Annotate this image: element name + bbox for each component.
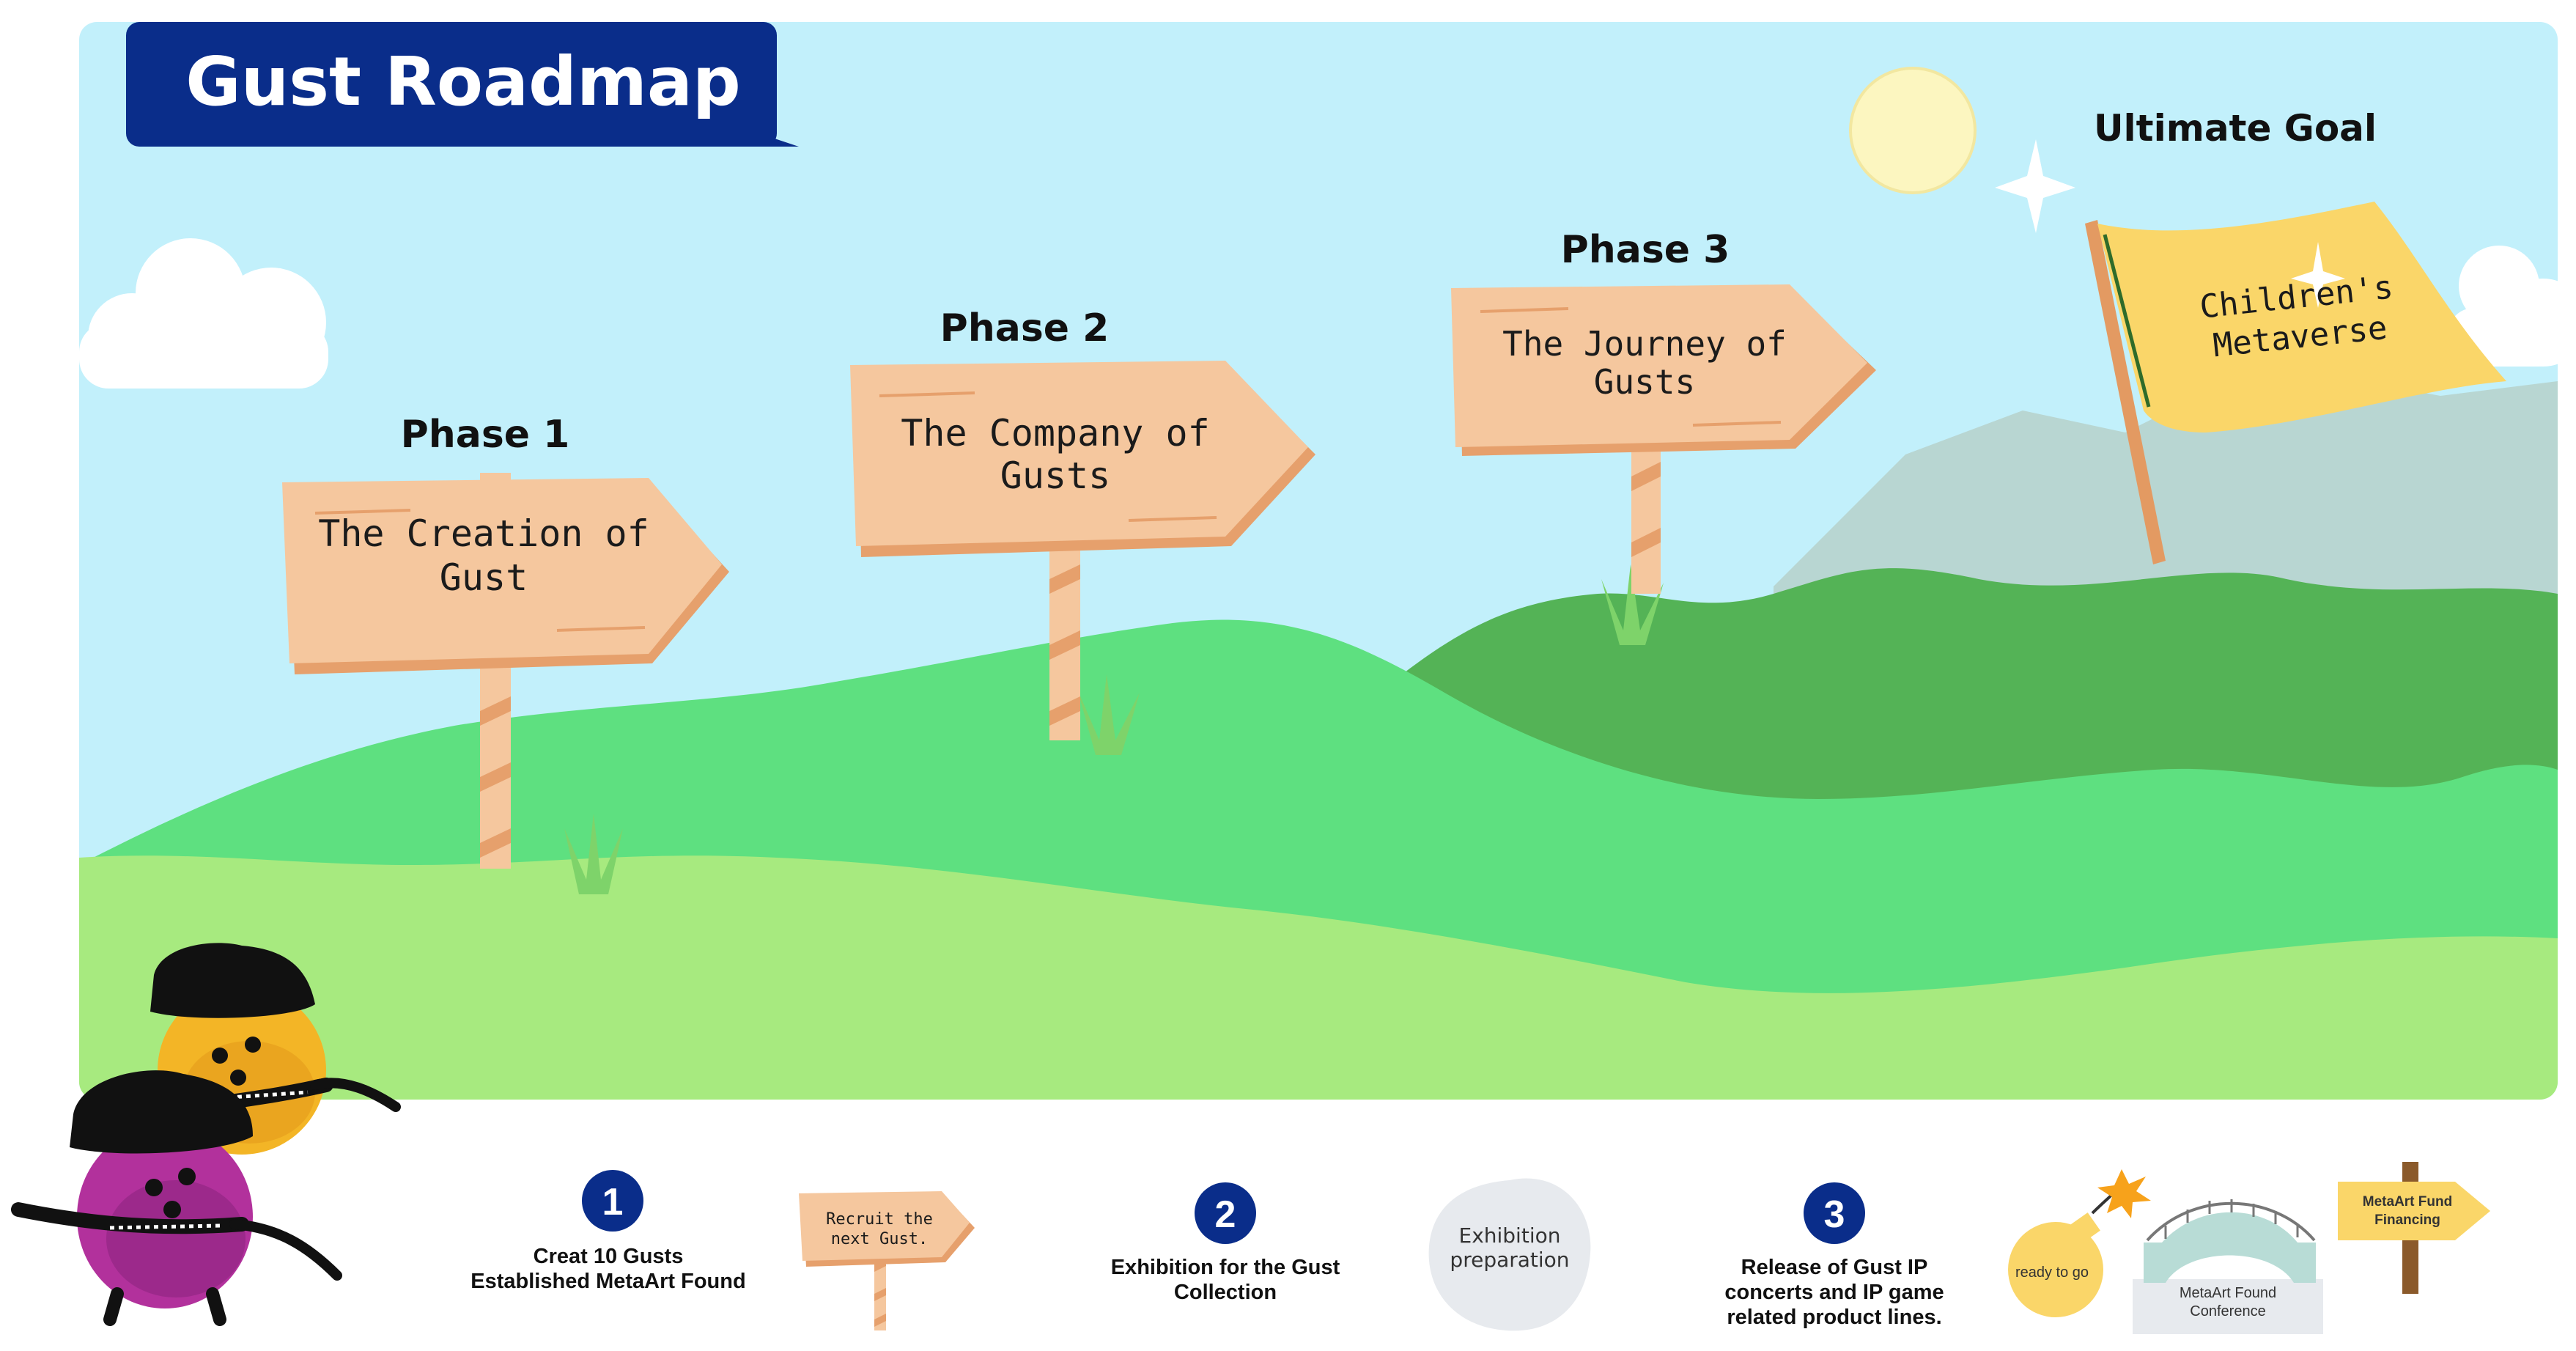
page-title: Gust Roadmap [185, 43, 741, 121]
sun-icon [1849, 67, 1977, 194]
step-3-line-3: related product lines. [1727, 1306, 1941, 1329]
phase-1-sign-line-1: The Creation of [318, 512, 649, 555]
step-3-number: 3 [1824, 1193, 1845, 1236]
legend-step-3: 3 Release of Gust IP concerts and IP gam… [1724, 1182, 1944, 1329]
step-2-number: 2 [1215, 1193, 1236, 1236]
sparkle-icon [1995, 139, 2075, 233]
cloud-left-icon [79, 238, 328, 389]
phase-2-label: Phase 2 [940, 306, 1110, 350]
hill-light [79, 855, 2558, 1100]
fund-sign-icon: MetaArt Fund Financing [2338, 1162, 2490, 1294]
exhibition-line-1: Exhibition [1459, 1223, 1561, 1248]
phase-3-label: Phase 3 [1561, 228, 1730, 272]
title-banner: Gust Roadmap [126, 22, 799, 147]
phase-3-signpost: The Journey of Gusts [1451, 284, 1876, 594]
bomb-label: ready to go [2015, 1265, 2089, 1281]
step-3-badge [1804, 1182, 1865, 1244]
flag-icon [2085, 202, 2506, 564]
recruit-sign-icon: Recruit the next Gust. [799, 1191, 975, 1330]
bridge-label-line-2: Conference [2190, 1303, 2265, 1319]
bomb-icon: ready to go [2008, 1169, 2151, 1317]
phase-3-sign-line-1: The Journey of [1502, 324, 1787, 364]
fund-sign-line-2: Financing [2374, 1212, 2440, 1228]
phase-1-label: Phase 1 [401, 413, 570, 457]
phase-1-sign-line-2: Gust [440, 556, 528, 599]
legend-step-1: 1 Creat 10 Gusts Established MetaArt Fou… [470, 1170, 746, 1293]
step-1-line-1: Creat 10 Gusts [534, 1245, 684, 1268]
step-3-line-2: concerts and IP game [1724, 1281, 1944, 1304]
phase-2-sign-line-1: The Company of [901, 412, 1209, 454]
gust-mascot-pink [11, 1070, 342, 1326]
recruit-sign-line-2: next Gust. [831, 1230, 928, 1248]
phase-2-signpost: The Company of Gusts [850, 361, 1315, 740]
step-2-badge [1195, 1182, 1256, 1244]
legend-step-2: 2 Exhibition for the Gust Collection [1111, 1182, 1340, 1304]
step-2-line-2: Collection [1174, 1281, 1277, 1304]
grass-icon [564, 564, 1664, 894]
bridge-label-line-1: MetaArt Found [2180, 1285, 2276, 1301]
phase-2-sign-line-2: Gusts [1000, 454, 1111, 497]
phase-1-signpost: The Creation of Gust [282, 473, 729, 869]
phase-3-sign-line-2: Gusts [1594, 362, 1695, 402]
ultimate-goal-label: Ultimate Goal [2094, 107, 2377, 150]
step-3-line-1: Release of Gust IP [1741, 1256, 1928, 1279]
exhibition-badge: Exhibition preparation [1428, 1178, 1591, 1331]
step-2-line-1: Exhibition for the Gust [1111, 1256, 1340, 1279]
fund-sign-line-1: MetaArt Fund [2363, 1194, 2452, 1210]
step-1-badge [582, 1170, 643, 1232]
step-1-line-2: Established MetaArt Found [470, 1270, 745, 1293]
recruit-sign-line-1: Recruit the [826, 1210, 933, 1229]
exhibition-line-2: preparation [1450, 1248, 1569, 1272]
bridge-icon: MetaArt Found Conference [2133, 1199, 2323, 1334]
step-1-number: 1 [602, 1181, 624, 1223]
